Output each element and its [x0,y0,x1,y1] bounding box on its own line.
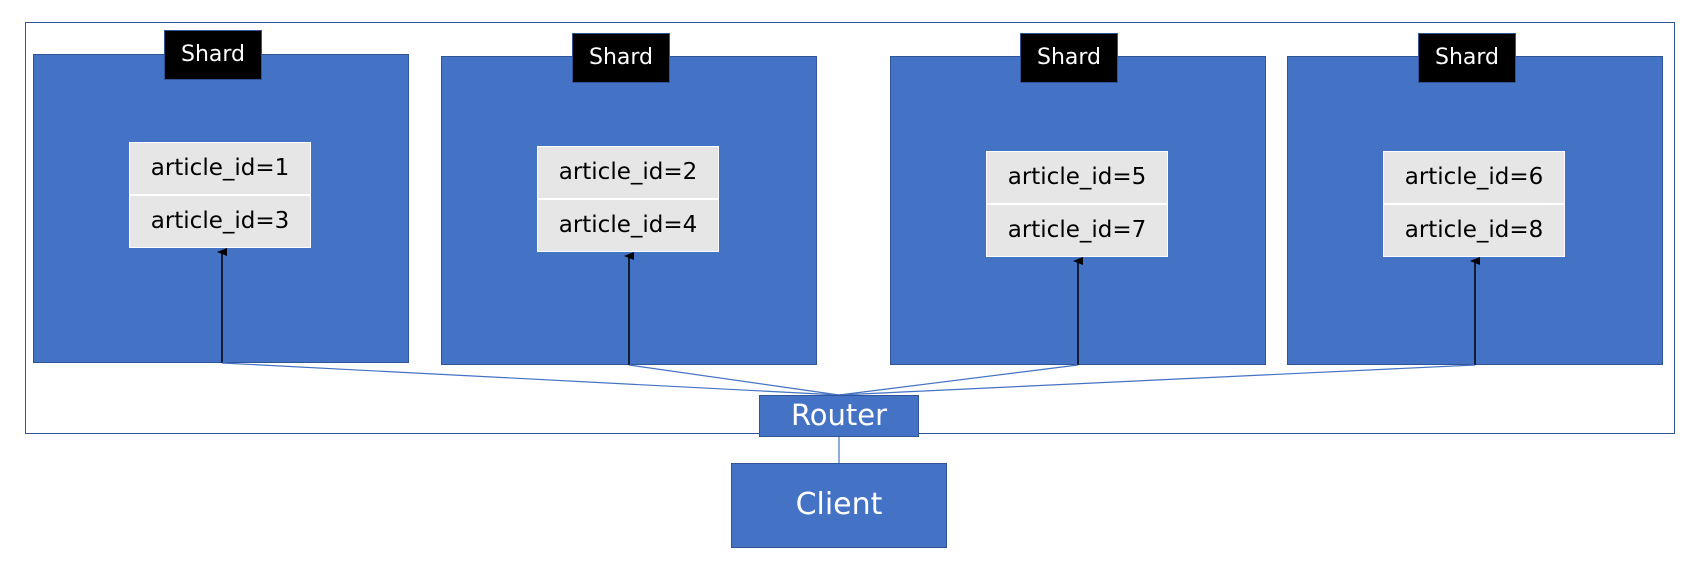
document-row: article_id=3 [130,194,310,245]
document-row: article_id=2 [558,159,698,185]
shard-label-1: Shard [164,30,262,80]
document-row: article_id=8 [1384,203,1564,254]
client-node: Client [731,463,947,548]
shard-label-3: Shard [1020,33,1118,83]
document-row: article_id=6 [1404,164,1544,190]
document-row: article_id=5 [1007,164,1147,190]
document-row: article_id=1 [150,155,290,181]
document-row: article_id=4 [538,198,718,249]
shard-3-document-table: article_id=5 article_id=7 [986,151,1168,257]
shard-label-4: Shard [1418,33,1516,83]
document-row: article_id=7 [987,203,1167,254]
shard-2-document-table: article_id=2 article_id=4 [537,146,719,252]
shard-1-document-table: article_id=1 article_id=3 [129,142,311,248]
shard-node-1 [33,54,409,363]
router-node: Router [759,395,919,437]
shard-label-2: Shard [572,33,670,83]
shard-4-document-table: article_id=6 article_id=8 [1383,151,1565,257]
